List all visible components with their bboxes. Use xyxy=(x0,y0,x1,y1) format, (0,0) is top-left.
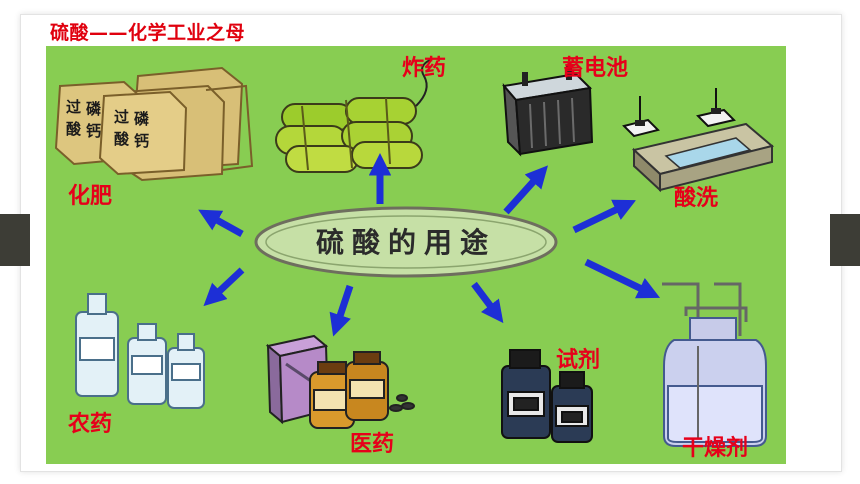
slide-title: 硫酸——化学工业之母 xyxy=(50,22,246,44)
drying-bottle-icon xyxy=(662,282,767,447)
sack-char: 钙 xyxy=(134,132,149,150)
use-label-pesticide: 农药 xyxy=(68,412,113,437)
arrow-reagent xyxy=(471,281,504,324)
use-label-pickling: 酸洗 xyxy=(674,186,719,211)
sack-char: 过 xyxy=(114,108,129,126)
fertilizer-sacks-icon: 过 磷 酸 钙 过 磷 酸 钙 xyxy=(54,66,254,182)
right-nav-tab[interactable] xyxy=(830,214,860,266)
center-node: 硫酸的用途 xyxy=(254,206,558,278)
arrow-battery xyxy=(503,165,548,215)
sack-char: 磷 xyxy=(86,100,102,118)
center-label: 硫酸的用途 xyxy=(316,226,496,259)
diagram-illustrations: 过 磷 酸 钙 过 磷 酸 钙 xyxy=(54,59,775,447)
battery-icon xyxy=(502,66,594,157)
arrows xyxy=(198,153,661,337)
use-label-desiccant: 干燥剂 xyxy=(682,436,749,461)
pesticide-bottles-icon xyxy=(75,293,205,409)
explosives-icon xyxy=(275,59,431,173)
reagent-bottles-icon xyxy=(501,349,593,443)
arrow-pesticide xyxy=(203,267,245,307)
use-label-reagent: 试剂 xyxy=(556,348,601,373)
left-nav-tab[interactable] xyxy=(0,214,30,266)
arrow-desiccant xyxy=(584,258,661,299)
sack-char: 酸 xyxy=(114,130,130,148)
diagram-panel: 过 磷 酸 钙 过 磷 酸 钙 xyxy=(46,46,786,464)
use-label-explosives: 炸药 xyxy=(402,56,447,81)
arrow-pickling xyxy=(572,199,637,234)
pickling-tank-icon xyxy=(622,88,775,193)
use-label-medicine: 医药 xyxy=(350,432,395,457)
medicine-icon xyxy=(265,334,415,429)
use-label-battery: 蓄电池 xyxy=(562,56,629,81)
arrow-fertilizer xyxy=(198,209,244,238)
sack-char: 酸 xyxy=(66,120,82,138)
arrow-medicine xyxy=(329,284,354,337)
sack-char: 磷 xyxy=(134,110,150,128)
use-label-fertilizer: 化肥 xyxy=(68,184,113,209)
sack-char: 过 xyxy=(66,98,81,116)
sack-char: 钙 xyxy=(86,122,101,140)
